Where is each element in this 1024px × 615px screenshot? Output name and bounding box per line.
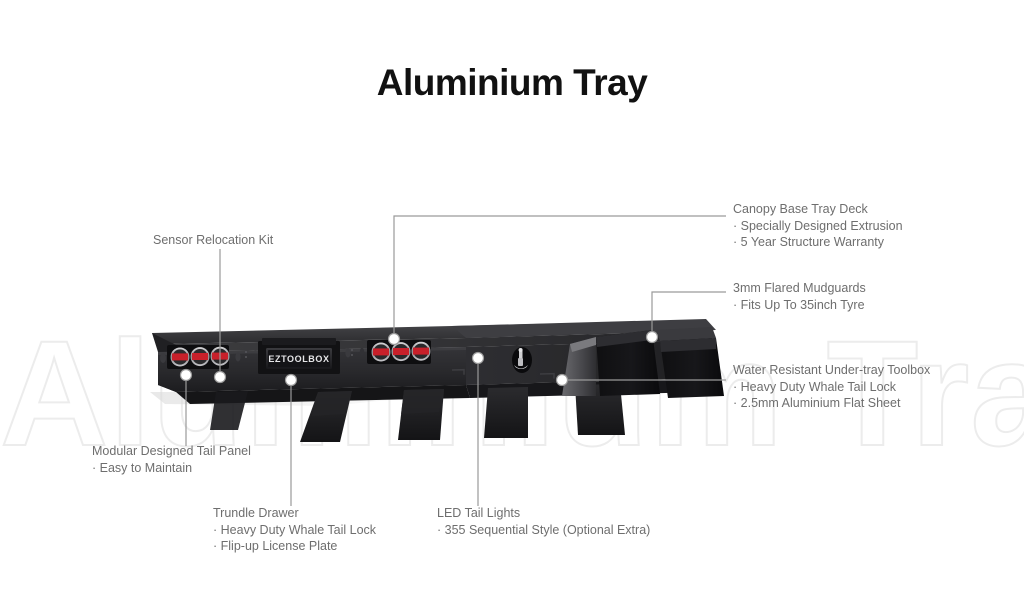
callout-bullet-text: Flip-up License Plate xyxy=(220,539,338,553)
tail-light-cluster-right xyxy=(367,340,431,364)
leader-dot-led-tail-lights xyxy=(471,351,485,365)
leader-dot-canopy-base-tray-deck xyxy=(387,332,401,346)
callout-trundle-drawer: Trundle Drawer · Heavy Duty Whale Tail L… xyxy=(213,505,376,555)
callout-bullet: · 2.5mm Aluminium Flat Sheet xyxy=(733,396,901,410)
callout-bullet: · Specially Designed Extrusion xyxy=(733,218,903,233)
callout-heading: Sensor Relocation Kit xyxy=(153,233,274,247)
callout-bullet: · Fits Up To 35inch Tyre xyxy=(733,297,865,312)
callout-bullet-text: Heavy Duty Whale Tail Lock xyxy=(220,522,377,537)
leader-dot-trundle-drawer xyxy=(284,373,298,387)
whale-tail-lock xyxy=(512,347,532,373)
callout-bullet-text: Fits Up To 35inch Tyre xyxy=(740,297,865,312)
callout-bullet: · Heavy Duty Whale Tail Lock xyxy=(733,379,897,394)
callout-bullet-text: Heavy Duty Whale Tail Lock xyxy=(740,379,897,394)
callout-heading: LED Tail Lights xyxy=(437,506,521,520)
callout-modular-tail-panel: Modular Designed Tail Panel · Easy to Ma… xyxy=(92,443,251,476)
callout-heading: Trundle Drawer xyxy=(213,506,299,520)
callout-bullet-text: 5 Year Structure Warranty xyxy=(740,235,884,249)
leader-dot-sensor-relocation-kit xyxy=(213,370,227,384)
callout-heading: Modular Designed Tail Panel xyxy=(92,444,251,458)
callout-bullet-text: Easy to Maintain xyxy=(99,460,193,475)
callout-led-tail-lights: LED Tail Lights · 355 Sequential Style (… xyxy=(437,505,650,538)
callout-flared-mudguards: 3mm Flared Mudguards · Fits Up To 35inch… xyxy=(733,280,866,313)
callout-bullet: · Flip-up License Plate xyxy=(213,539,338,553)
callout-canopy-base-tray-deck: Canopy Base Tray Deck · Specially Design… xyxy=(733,201,903,251)
callout-bullet: · Easy to Maintain xyxy=(92,460,193,475)
brand-plate-text: EZTOOLBOX xyxy=(268,354,329,364)
callout-heading: Canopy Base Tray Deck xyxy=(733,202,868,216)
callout-bullet-text: 2.5mm Aluminium Flat Sheet xyxy=(740,396,901,410)
page-title: Aluminium Tray xyxy=(376,62,648,103)
leader-dot-flared-mudguards xyxy=(645,330,659,344)
callout-bullet: · 355 Sequential Style (Optional Extra) xyxy=(437,522,651,537)
callout-bullet-text: Specially Designed Extrusion xyxy=(740,218,903,233)
callout-sensor-relocation-kit: Sensor Relocation Kit xyxy=(153,232,273,249)
callout-bullet: · 5 Year Structure Warranty xyxy=(733,235,884,249)
leader-dot-modular-tail-panel xyxy=(179,368,193,382)
sensor-relocation-kit-detail xyxy=(160,348,365,363)
tail-light-cluster-left xyxy=(167,345,230,369)
tray-legs xyxy=(210,384,625,442)
trundle-drawer: EZTOOLBOX xyxy=(245,338,353,374)
callout-under-tray-toolbox: Water Resistant Under-tray Toolbox · Hea… xyxy=(733,362,930,412)
callout-bullet: · Heavy Duty Whale Tail Lock xyxy=(213,522,377,537)
callout-heading: Water Resistant Under-tray Toolbox xyxy=(733,363,931,377)
callout-heading: 3mm Flared Mudguards xyxy=(733,281,866,295)
mudguard-rear xyxy=(656,327,724,398)
leader-dot-under-tray-toolbox xyxy=(555,373,569,387)
callout-bullet-text: 355 Sequential Style (Optional Extra) xyxy=(444,522,651,537)
